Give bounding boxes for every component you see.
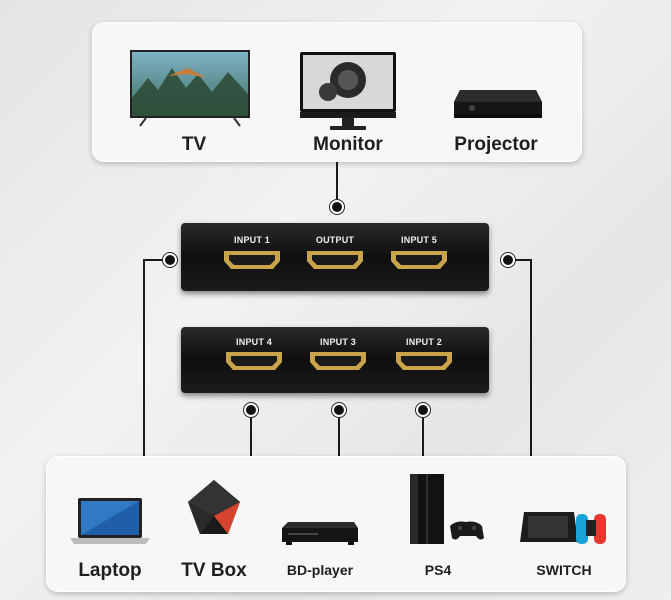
bd-player-icon: [280, 518, 360, 548]
monitor-icon: [298, 50, 398, 132]
left-connector-line-v: [143, 259, 145, 457]
input4-connector-dot: [244, 403, 258, 417]
port-label-input5: INPUT 5: [401, 235, 437, 245]
port-label-input2: INPUT 2: [406, 337, 442, 347]
output-label-monitor: Monitor: [313, 134, 383, 155]
port-label-input1: INPUT 1: [234, 235, 270, 245]
input4-connector-line: [250, 410, 252, 458]
right-connector-dot: [501, 253, 515, 267]
hdmi-switch-bottom-face: INPUT 4 INPUT 3 INPUT 2: [181, 327, 489, 393]
hdmi-port-icon: [395, 351, 453, 371]
port-label-output: OUTPUT: [315, 235, 355, 245]
output-connector-dot: [330, 200, 344, 214]
laptop-icon: [68, 496, 152, 548]
source-label-tv-box: TV Box: [181, 560, 247, 581]
source-label-switch: SWITCH: [536, 562, 592, 578]
source-label-bd-player: BD-player: [286, 562, 354, 578]
tv-icon: [128, 48, 252, 128]
hdmi-port-icon: [225, 351, 283, 371]
port-label-input4: INPUT 4: [236, 337, 272, 347]
input2-connector-dot: [416, 403, 430, 417]
output-devices-panel: TV Monitor Projector: [92, 22, 582, 162]
right-connector-line-v: [530, 259, 532, 457]
source-label-laptop: Laptop: [78, 560, 142, 581]
input3-connector-dot: [332, 403, 346, 417]
output-connector-line: [336, 162, 338, 208]
hdmi-port-icon: [223, 250, 281, 270]
tv-box-icon: [182, 476, 246, 544]
hdmi-port-icon: [390, 250, 448, 270]
hdmi-port-icon: [309, 351, 367, 371]
nintendo-switch-icon: [520, 508, 610, 550]
right-connector-line-h: [508, 259, 532, 261]
ps4-icon: [404, 472, 488, 550]
projector-icon: [452, 80, 544, 124]
left-connector-dot: [163, 253, 177, 267]
input3-connector-line: [338, 410, 340, 458]
input2-connector-line: [422, 410, 424, 458]
output-label-tv: TV: [181, 134, 207, 155]
port-label-input3: INPUT 3: [320, 337, 356, 347]
source-label-ps4: PS4: [424, 562, 452, 578]
source-devices-panel: Laptop TV Box BD-player PS4: [46, 456, 626, 592]
left-connector-line-h: [143, 259, 171, 261]
hdmi-port-icon: [306, 250, 364, 270]
hdmi-switch-top-face: INPUT 1 OUTPUT INPUT 5: [181, 223, 489, 291]
output-label-projector: Projector: [454, 134, 538, 155]
